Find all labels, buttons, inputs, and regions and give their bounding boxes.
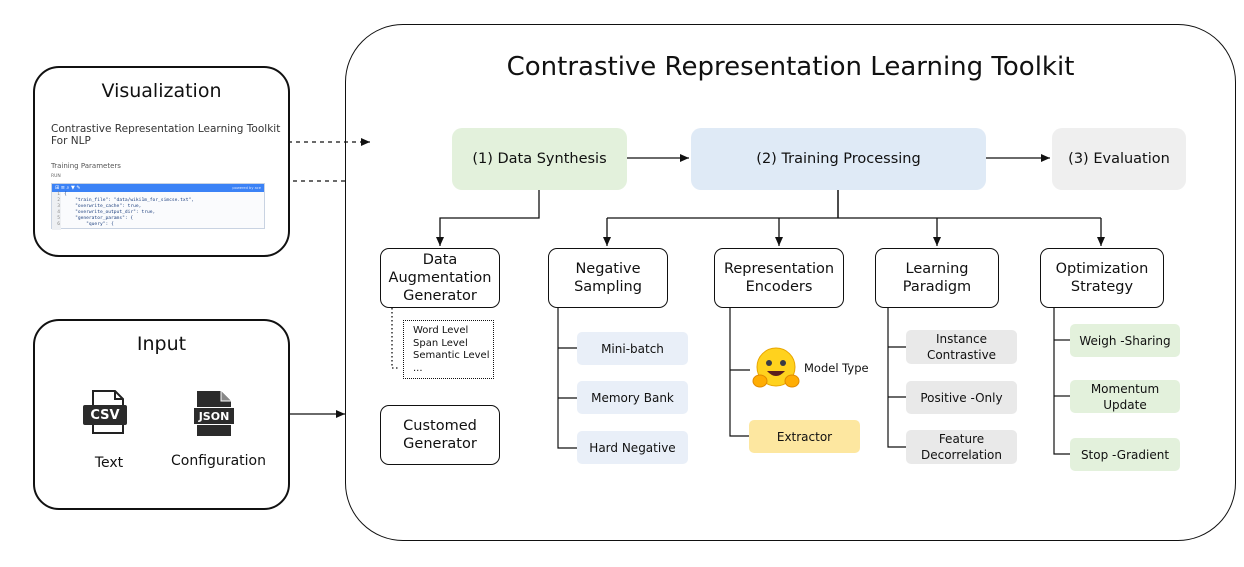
code-line-number: 6 [57, 222, 60, 227]
negative-line-1: Negative [575, 261, 641, 277]
momentum-update-line-1: Momentum [1090, 381, 1160, 396]
code-line: "generator_params": { [64, 216, 134, 221]
configuration-label: Configuration [171, 453, 266, 469]
json-file-icon: JSON [189, 389, 243, 439]
code-line: { [64, 192, 67, 197]
negative-sampling-box[interactable]: Negative Sampling [548, 248, 668, 308]
negative-tree [557, 308, 577, 449]
viz-editor-toolbar-icons: ⊞ ≡ ⌕ ▼ ✎ [55, 185, 81, 191]
feature-decorrelation-line-2: Decorrelation [920, 448, 1002, 462]
viz-editor-toolbar: ⊞ ≡ ⌕ ▼ ✎ powered by ace [52, 184, 264, 192]
viz-editor-badge: powered by ace [232, 185, 261, 190]
representation-encoders-box[interactable]: Representation Encoders [714, 248, 844, 308]
text-label: Text [94, 455, 124, 471]
code-line: "overwrite_cache": true, [64, 204, 142, 209]
optimization-line-2: Strategy [1070, 279, 1134, 295]
viz-page-title-line1: Contrastive Representation Learning Tool… [51, 123, 281, 135]
data-synthesis-stage[interactable]: (1) Data Synthesis [452, 128, 627, 190]
aug-level-word: Word Level [413, 325, 469, 336]
instance-contrastive-item[interactable]: Instance Contrastive [906, 330, 1017, 364]
code-line: "query": { [64, 222, 114, 227]
augmentation-dotted-line [391, 308, 400, 369]
viz-page-title-line2: For NLP [51, 135, 91, 147]
customed-line-2: Generator [403, 436, 477, 452]
hard-negative-item[interactable]: Hard Negative [577, 431, 688, 464]
positive-only-item[interactable]: Positive -Only [906, 381, 1017, 414]
visualization-panel: Visualization Contrastive Representation… [33, 66, 290, 257]
input-panel: Input CSV JSON Text Configuration [33, 319, 290, 510]
instance-contrastive-line-1: Instance [935, 332, 988, 346]
viz-page-title: Contrastive Representation Learning Tool… [51, 123, 286, 147]
augmentation-levels-box: Word Level Span Level Semantic Level ... [403, 320, 494, 379]
aug-level-semantic: Semantic Level [413, 350, 490, 361]
mini-batch-item[interactable]: Mini-batch [577, 332, 688, 365]
encoders-line-2: Encoders [745, 279, 813, 295]
input-title: Input [136, 333, 187, 355]
paradigm-line-2: Paradigm [902, 279, 972, 295]
code-line-number: 4 [57, 210, 60, 215]
paradigm-line-1: Learning [905, 261, 969, 277]
negative-line-2: Sampling [574, 279, 642, 295]
model-type-label: Model Type [804, 361, 869, 375]
weigh-sharing-item[interactable]: Weigh -Sharing [1070, 324, 1180, 357]
stop-gradient-item[interactable]: Stop -Gradient [1070, 438, 1180, 471]
hugging-face-icon [752, 345, 800, 391]
aug-line-3: Generator [403, 288, 477, 304]
json-badge: JSON [193, 407, 235, 425]
visualization-title: Visualization [101, 80, 222, 102]
csv-badge: CSV [83, 405, 127, 425]
csv-file-icon: CSV [81, 389, 135, 435]
training-processing-stage[interactable]: (2) Training Processing [691, 128, 986, 190]
paradigm-tree [887, 308, 906, 448]
feature-decorrelation-item[interactable]: Feature Decorrelation [906, 430, 1017, 464]
viz-section-label: Training Parameters [51, 162, 121, 170]
viz-run-button[interactable]: RUN [51, 174, 61, 179]
extractor-item[interactable]: Extractor [749, 420, 860, 453]
optimization-strategy-box[interactable]: Optimization Strategy [1040, 248, 1164, 308]
aug-line-1: Data [422, 252, 458, 268]
aug-level-span: Span Level [413, 337, 468, 349]
momentum-update-line-2: Update [1103, 397, 1147, 412]
customed-line-1: Customed [403, 418, 477, 434]
memory-bank-item[interactable]: Memory Bank [577, 381, 688, 414]
toolkit-title: Contrastive Representation Learning Tool… [506, 52, 1075, 82]
code-line: "overwrite_output_dir": true, [64, 210, 156, 215]
data-augmentation-generator-box[interactable]: Data Augmentation Generator [380, 248, 500, 308]
synthesis-to-augmentation-arrow [436, 190, 540, 246]
feature-decorrelation-line-1: Feature [938, 432, 985, 446]
learning-paradigm-box[interactable]: Learning Paradigm [875, 248, 999, 308]
customed-generator-box[interactable]: Customed Generator [380, 405, 500, 465]
aug-line-2: Augmentation [388, 270, 492, 286]
toolkit-panel [345, 24, 1236, 541]
code-line-number: 2 [57, 198, 60, 203]
viz-editor-code: { "train_file": "data/wiki1m_for_simcse.… [64, 192, 194, 228]
optimization-tree [1053, 308, 1070, 455]
code-line-number: 5 [57, 216, 60, 221]
aug-level-more: ... [413, 362, 423, 374]
encoders-line-1: Representation [723, 261, 835, 277]
code-line-number: 3 [57, 204, 60, 209]
code-line: "train_file": "data/wiki1m_for_simcse.tx… [64, 198, 194, 203]
code-line-number: 1 [57, 192, 60, 197]
momentum-update-item[interactable]: Momentum Update [1070, 380, 1180, 413]
instance-contrastive-line-2: Contrastive [926, 348, 997, 362]
optimization-line-1: Optimization [1055, 261, 1149, 277]
evaluation-stage[interactable]: (3) Evaluation [1052, 128, 1186, 190]
encoders-tree [729, 308, 749, 437]
